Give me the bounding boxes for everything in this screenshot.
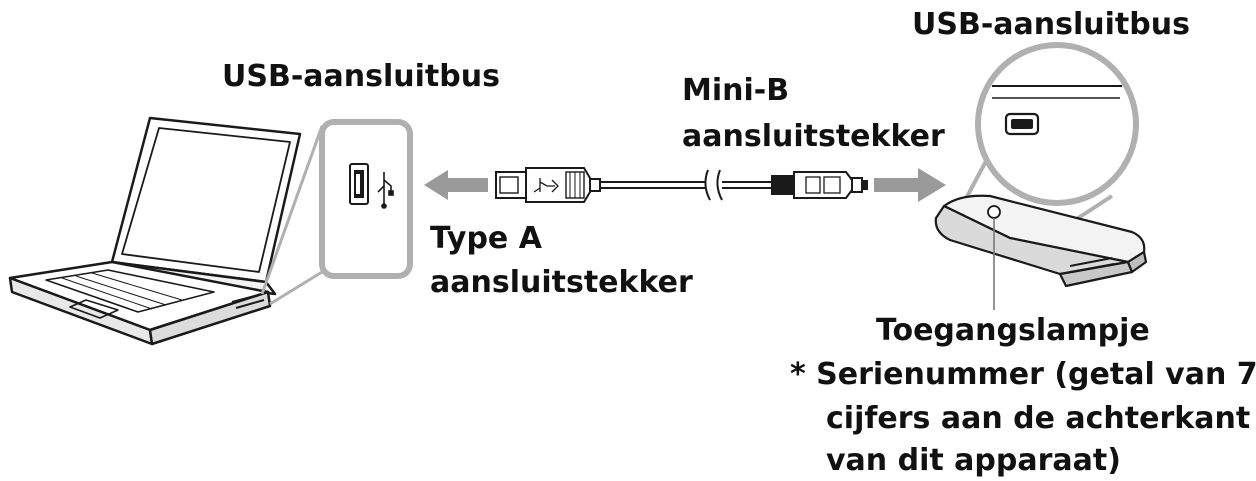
mini-b-port-icon: [1004, 112, 1040, 136]
type-a-label-line1: Type A: [430, 221, 542, 256]
usb-symbol-icon: [377, 172, 394, 209]
mini-b-label-line1: Mini-B: [682, 73, 790, 108]
usb-a-port-icon: [349, 163, 369, 205]
usb-a-plug-icon: [495, 167, 601, 203]
usb-cable: [600, 169, 790, 201]
usb-port-pc-label: USB-aansluitbus: [222, 59, 500, 94]
access-lamp-label: Toegangslampje: [876, 313, 1150, 348]
laptop-port-callout: [260, 125, 324, 306]
arrow-to-laptop: [424, 170, 488, 200]
serial-note-line3: van dit apparaat): [826, 443, 1121, 478]
mini-b-port-zoom: [975, 42, 1139, 206]
usb-a-port-box: [319, 119, 413, 279]
laptop-icon: [8, 116, 302, 346]
usb-port-device-label: USB-aansluitbus: [912, 7, 1190, 42]
arrow-to-device: [874, 168, 946, 202]
mini-b-label-line2: aansluitstekker: [682, 119, 945, 154]
serial-note-line2: cijfers aan de achterkant: [826, 401, 1251, 436]
card-reader-icon: [934, 194, 1148, 288]
mini-b-plug-icon: [771, 171, 868, 199]
type-a-label-line2: aansluitstekker: [430, 265, 693, 300]
serial-note-line1: * Serienummer (getal van 7: [790, 357, 1256, 392]
